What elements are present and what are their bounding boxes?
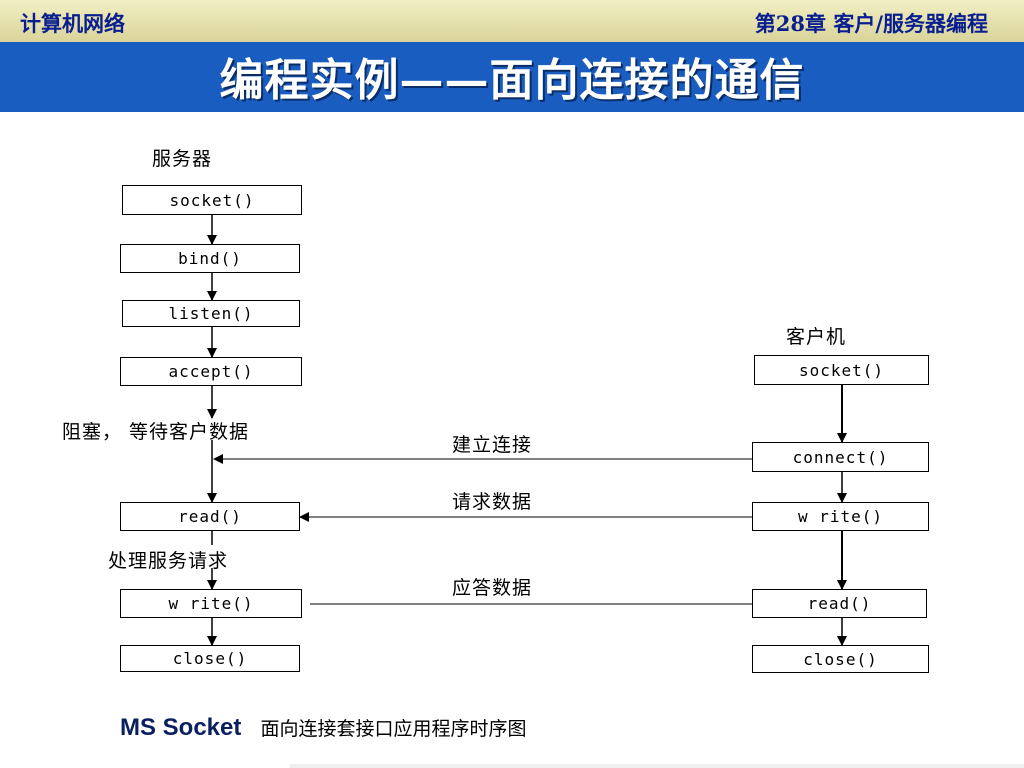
client-label: 客户机	[786, 326, 847, 348]
server-write-box: w rite()	[120, 589, 302, 618]
server-close-box: close()	[120, 645, 300, 672]
caption-bold: MS Socket	[120, 714, 242, 741]
connect-message-label: 建立连接	[452, 434, 533, 456]
server-bind-box: bind()	[120, 244, 300, 273]
slide-title: 编程实例——面向连接的通信	[219, 55, 805, 106]
processing-note: 处理服务请求	[108, 550, 229, 572]
blocking-note: 阻塞， 等待客户数据	[62, 421, 250, 443]
client-close-box: close()	[752, 645, 929, 673]
client-socket-box: socket()	[754, 355, 929, 385]
client-connect-box: connect()	[752, 442, 929, 472]
chapter-name: 第28章 客户/服务器编程	[754, 11, 988, 36]
server-socket-box: socket()	[122, 185, 302, 215]
title-bar: 编程实例——面向连接的通信	[0, 42, 1024, 112]
caption-text: 面向连接套接口应用程序时序图	[260, 718, 527, 740]
header-bar: 计算机网络 第28章 客户/服务器编程	[0, 0, 1024, 42]
bottom-rule	[290, 764, 1024, 768]
client-read-box: read()	[752, 589, 927, 618]
client-write-box: w rite()	[752, 502, 929, 531]
server-read-box: read()	[120, 502, 300, 531]
server-listen-box: listen()	[122, 300, 300, 327]
figure-caption: MS Socket 面向连接套接口应用程序时序图	[120, 714, 526, 742]
course-name: 计算机网络	[20, 11, 125, 36]
request-message-label: 请求数据	[452, 491, 533, 513]
server-accept-box: accept()	[120, 357, 302, 386]
response-message-label: 应答数据	[452, 577, 533, 599]
server-label: 服务器	[152, 148, 213, 170]
